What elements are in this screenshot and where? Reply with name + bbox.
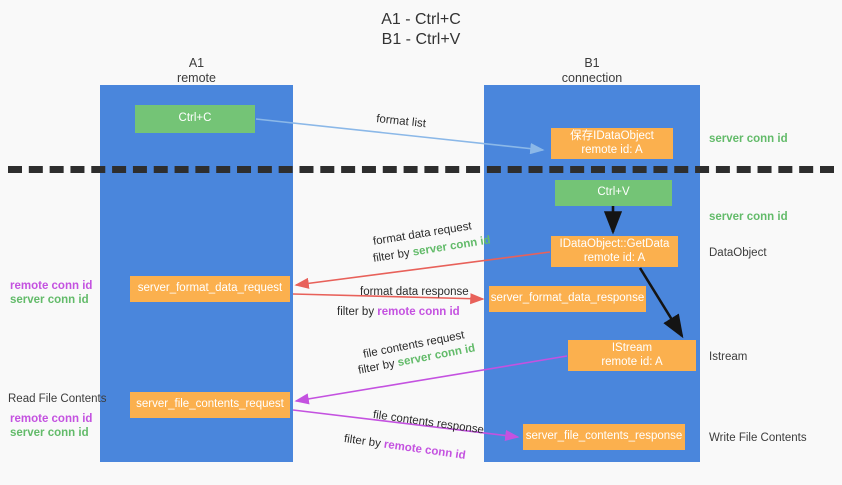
box-server-file-contents-request-label: server_file_contents_request bbox=[136, 398, 284, 411]
box-server-format-data-request[interactable]: server_format_data_request bbox=[130, 276, 290, 302]
box-save-idataobject-label: 保存IDataObject bbox=[570, 130, 654, 142]
box-server-format-data-request-label: server_format_data_request bbox=[137, 282, 283, 295]
arrow-label-format-list: format list bbox=[375, 112, 427, 131]
diagram-title: A1 - Ctrl+C B1 - Ctrl+V bbox=[0, 10, 842, 50]
lane-header-b1: B1 connection bbox=[484, 56, 700, 85]
box-idataobject-getdata[interactable]: IDataObject::GetData remote id: A bbox=[551, 236, 678, 267]
filter-value-remote-conn-id-2: remote conn id bbox=[383, 438, 467, 462]
left-label-remote-conn-id-1: remote conn id bbox=[10, 280, 93, 292]
filter-value-remote-conn-id-1: remote conn id bbox=[377, 306, 460, 318]
box-server-format-data-response[interactable]: server_format_data_response bbox=[489, 286, 646, 312]
box-ctrl-c-label: Ctrl+C bbox=[178, 112, 212, 125]
lane-a1-role: remote bbox=[177, 70, 216, 85]
left-label-server-conn-id-2: server conn id bbox=[10, 427, 89, 439]
right-label-dataobject: DataObject bbox=[709, 247, 767, 259]
right-label-server-conn-id-1: server conn id bbox=[709, 133, 788, 145]
left-label-remote-conn-id-2: remote conn id bbox=[10, 413, 93, 425]
box-server-file-contents-response-label: server_file_contents_response bbox=[525, 430, 683, 443]
box-istream[interactable]: IStream remote id: A bbox=[568, 340, 696, 371]
arrow-label-file-contents-response: file contents response bbox=[372, 408, 485, 437]
box-ctrl-v-label: Ctrl+V bbox=[597, 186, 630, 199]
arrow-label-format-data-response-filter: filter by remote conn id bbox=[337, 305, 460, 320]
box-server-file-contents-request[interactable]: server_file_contents_request bbox=[130, 392, 290, 418]
title-line-2: B1 - Ctrl+V bbox=[381, 31, 461, 48]
box-server-file-contents-response[interactable]: server_file_contents_response bbox=[523, 424, 685, 450]
box-server-format-data-response-label: server_format_data_response bbox=[490, 292, 645, 305]
box-istream-label: IStream bbox=[611, 342, 653, 354]
box-idataobject-getdata-label: IDataObject::GetData bbox=[559, 238, 670, 250]
right-label-write-file-contents: Write File Contents bbox=[709, 432, 807, 444]
box-save-idataobject-sub: remote id: A bbox=[581, 143, 643, 156]
lane-b1-name: B1 bbox=[584, 56, 600, 70]
filter-prefix-4: filter by bbox=[343, 432, 385, 451]
box-istream-sub: remote id: A bbox=[601, 355, 663, 368]
lane-a1-name: A1 bbox=[188, 56, 205, 70]
arrow-label-file-contents-response-filter: filter by remote conn id bbox=[343, 432, 467, 464]
filter-prefix-1: filter by bbox=[372, 246, 414, 265]
box-idataobject-getdata-sub: remote id: A bbox=[583, 251, 646, 264]
box-ctrl-c[interactable]: Ctrl+C bbox=[135, 105, 255, 133]
left-label-server-conn-id-1: server conn id bbox=[10, 294, 89, 306]
left-label-read-file-contents: Read File Contents bbox=[8, 393, 107, 405]
arrow-label-format-data-response: format data response bbox=[360, 286, 469, 298]
right-label-istream: Istream bbox=[709, 351, 748, 363]
title-line-1: A1 - Ctrl+C bbox=[381, 11, 461, 28]
right-label-server-conn-id-2: server conn id bbox=[709, 211, 788, 223]
phase-divider-dashed-line bbox=[8, 166, 834, 173]
lane-b1-role: connection bbox=[561, 70, 623, 85]
box-save-idataobject[interactable]: 保存IDataObject remote id: A bbox=[551, 128, 673, 159]
filter-prefix-2: filter by bbox=[337, 306, 378, 318]
box-ctrl-v[interactable]: Ctrl+V bbox=[555, 180, 672, 206]
lane-header-a1: A1 remote bbox=[100, 56, 293, 85]
